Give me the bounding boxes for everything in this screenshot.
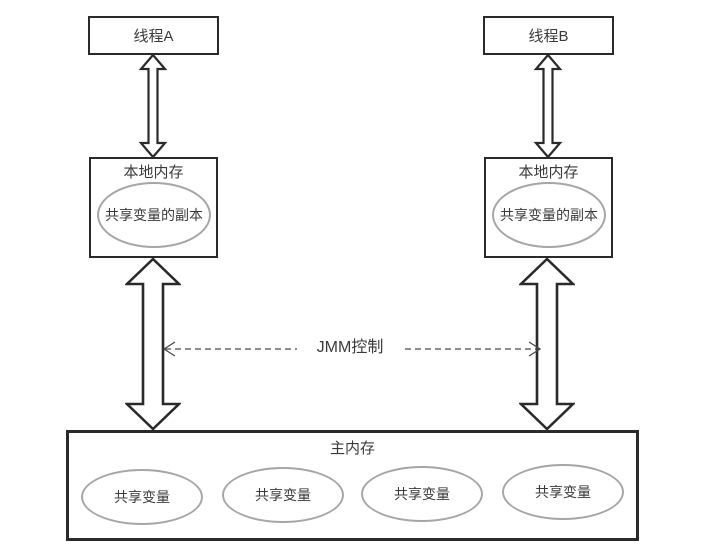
thread-b-local-memory-arrow bbox=[533, 53, 563, 159]
main-memory-label: 主内存 bbox=[329, 440, 375, 457]
shared-variable-label: 共享变量 bbox=[114, 489, 170, 505]
local-memory-a-main-memory-arrow bbox=[125, 257, 181, 431]
main-memory-box: 主内存 共享变量 共享变量 共享变量 共享变量 bbox=[66, 430, 639, 541]
local-memory-a-variable-label: 共享变量的副本 bbox=[105, 207, 203, 223]
jmm-control-label: JMM控制 bbox=[297, 337, 403, 359]
thread-a-local-memory-arrow bbox=[138, 53, 168, 159]
local-memory-b-label: 本地内存 bbox=[518, 164, 579, 181]
thread-b-label: 线程B bbox=[528, 28, 569, 45]
shared-variable-ellipse: 共享变量 bbox=[81, 469, 203, 525]
jmm-control-dashed-arrow bbox=[162, 341, 542, 357]
shared-variable-label: 共享变量 bbox=[394, 486, 450, 502]
shared-variable-ellipse: 共享变量 bbox=[222, 467, 344, 523]
shared-variable-label: 共享变量 bbox=[535, 484, 591, 500]
local-memory-b-variable-label: 共享变量的副本 bbox=[500, 207, 598, 223]
thread-a-label: 线程A bbox=[133, 28, 174, 45]
local-memory-a-label: 本地内存 bbox=[123, 164, 184, 181]
shared-variable-label: 共享变量 bbox=[255, 487, 311, 503]
thread-b-box: 线程B bbox=[483, 16, 614, 55]
shared-variable-ellipse: 共享变量 bbox=[361, 466, 483, 522]
local-memory-b-main-memory-arrow bbox=[519, 257, 575, 431]
local-memory-a-box: 本地内存 共享变量的副本 bbox=[89, 157, 218, 258]
local-memory-b-box: 本地内存 共享变量的副本 bbox=[484, 157, 613, 258]
shared-variable-ellipse: 共享变量 bbox=[502, 464, 624, 520]
thread-a-box: 线程A bbox=[88, 16, 219, 55]
local-memory-a-variable-ellipse: 共享变量的副本 bbox=[97, 182, 211, 248]
local-memory-b-variable-ellipse: 共享变量的副本 bbox=[492, 182, 606, 248]
